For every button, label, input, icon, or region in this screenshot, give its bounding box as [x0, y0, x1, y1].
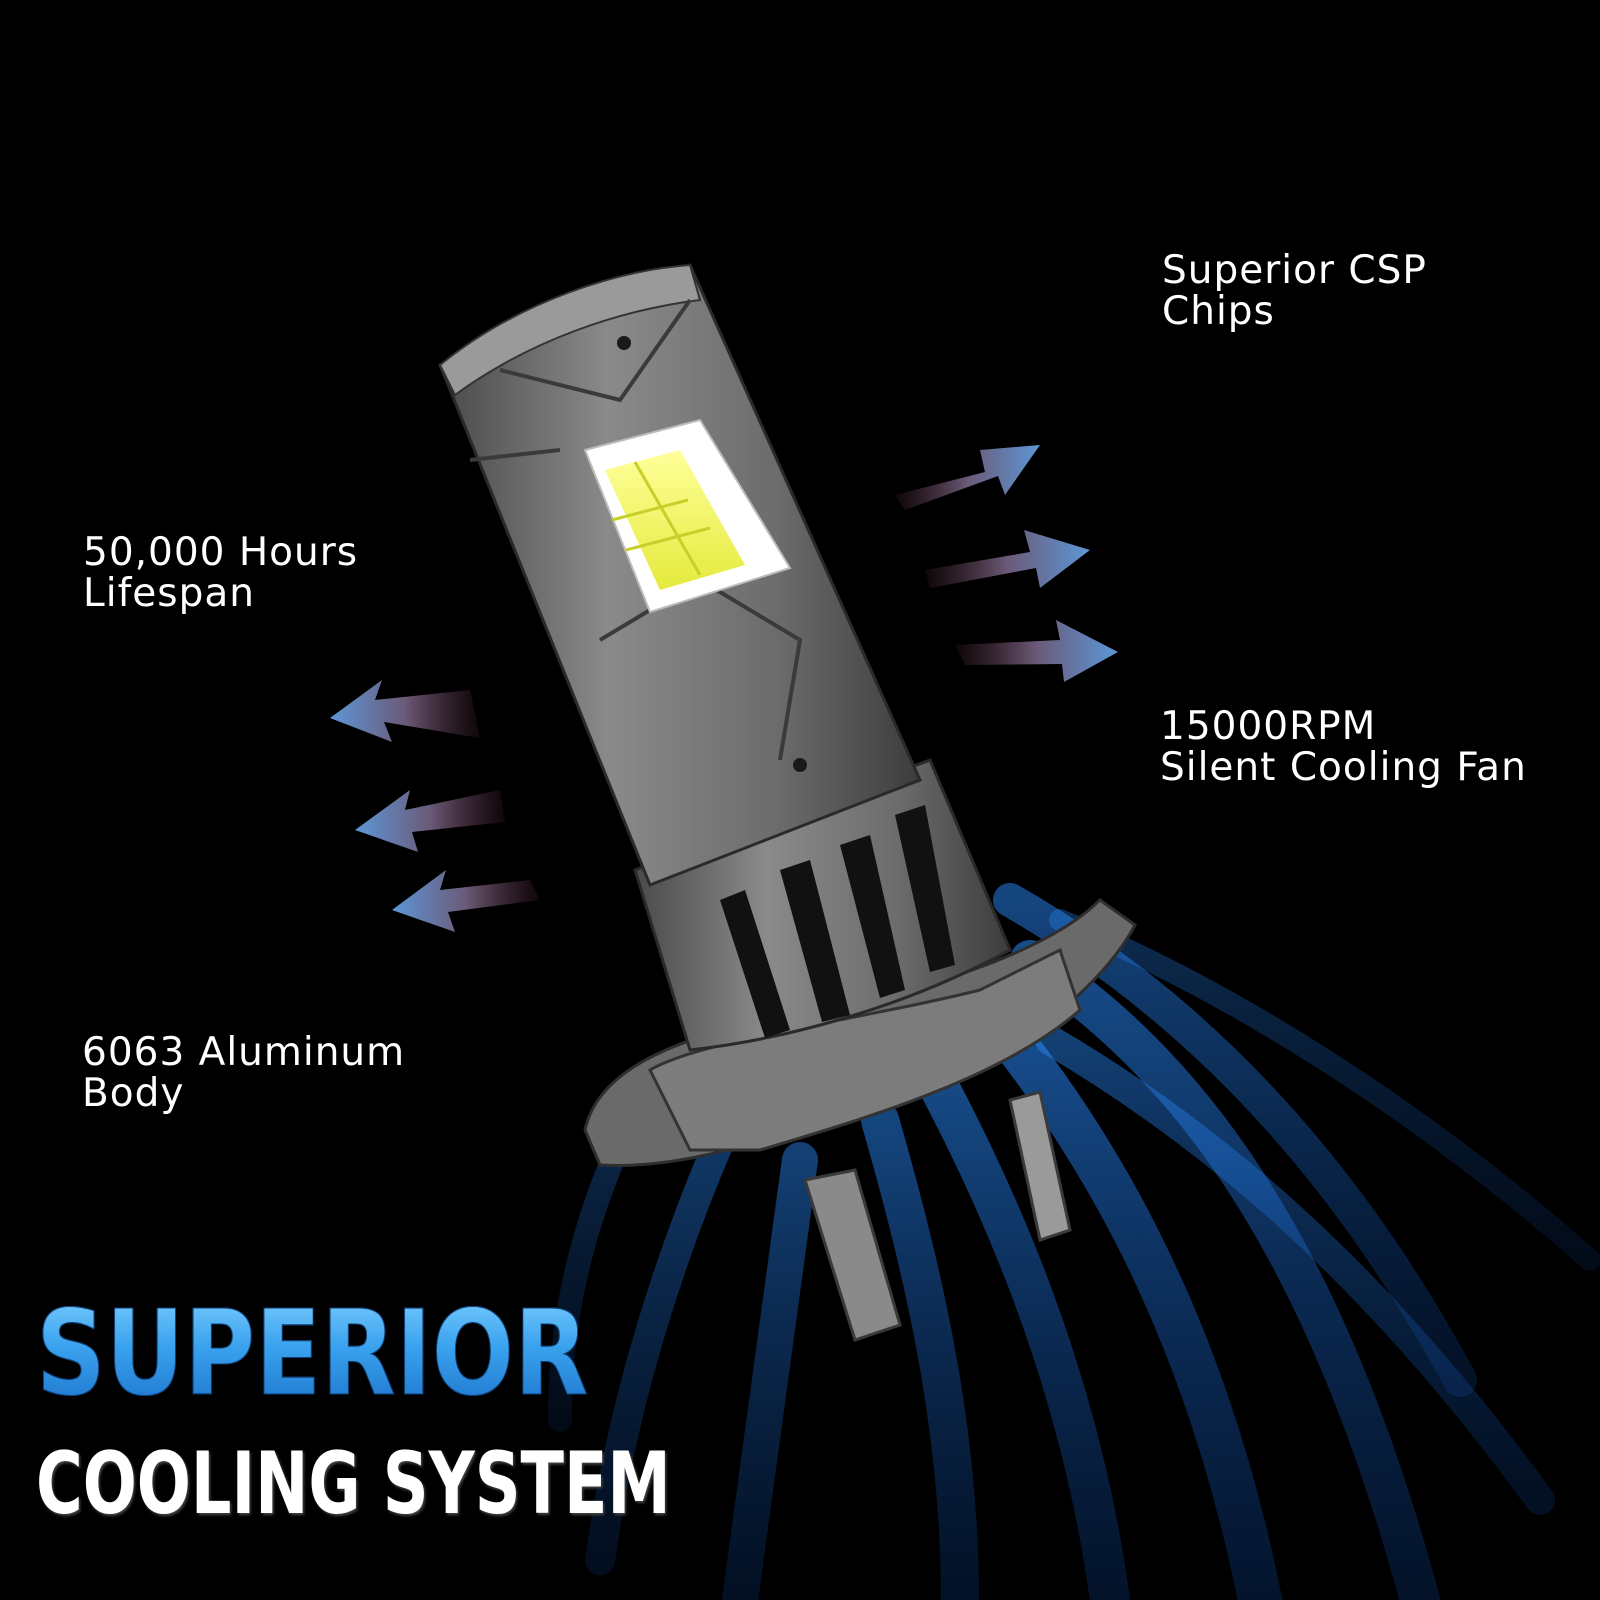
feature-cooling-fan-line2: Silent Cooling Fan — [1160, 745, 1527, 790]
heatsink-vents — [720, 805, 955, 1038]
feature-aluminum-body-line1: 6063 Aluminum — [82, 1030, 406, 1075]
feature-lifespan: 50,000 Hours Lifespan — [83, 532, 358, 614]
feature-aluminum-body-line2: Body — [82, 1071, 185, 1116]
connector-prong — [803, 1168, 902, 1342]
airflow-arrow-icon — [895, 445, 1040, 510]
airflow-arrow-icon — [355, 790, 505, 852]
airflow-arrows-right — [895, 445, 1118, 682]
airflow-arrow-icon — [392, 870, 540, 932]
feature-csp-chips-line1: Superior CSP — [1162, 248, 1427, 293]
feature-csp-chips-line2: Chips — [1162, 289, 1275, 334]
headline-cooling-system: COOLING SYSTEM — [36, 1434, 671, 1534]
bulb-cap — [438, 263, 702, 397]
feature-cooling-fan: 15000RPM Silent Cooling Fan — [1160, 706, 1527, 788]
feature-lifespan-line2: Lifespan — [83, 571, 255, 616]
airflow-stream — [548, 883, 1600, 1600]
feature-csp-chips: Superior CSP Chips — [1162, 250, 1427, 332]
screw-hole — [793, 758, 807, 772]
feature-aluminum-body: 6063 Aluminum Body — [82, 1032, 405, 1114]
feature-cooling-fan-line1: 15000RPM — [1160, 704, 1377, 749]
airflow-arrow-icon — [925, 530, 1090, 588]
airflow-arrows-left — [330, 680, 540, 932]
airflow-arrow-icon — [955, 620, 1118, 682]
screw-hole — [617, 336, 631, 350]
feature-lifespan-line1: 50,000 Hours — [83, 530, 359, 575]
led-bulb-icon — [438, 263, 1137, 1342]
connector-prong — [1008, 1090, 1072, 1242]
airflow-arrow-icon — [330, 680, 480, 742]
led-chip — [583, 418, 792, 614]
headline-superior: SUPERIOR — [36, 1284, 589, 1422]
